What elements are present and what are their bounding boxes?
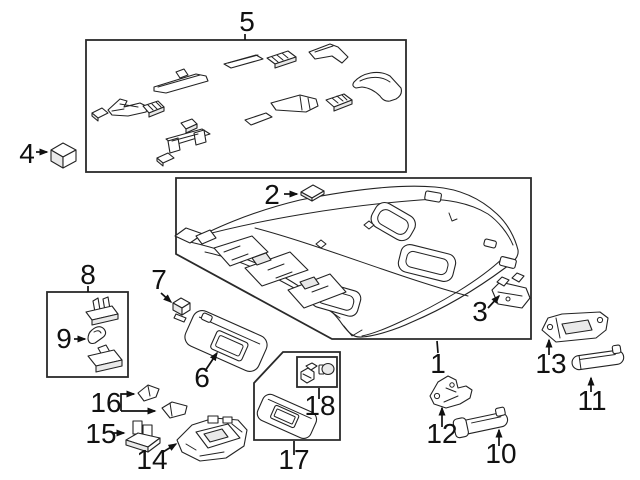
callout-15: 15 [85, 418, 116, 449]
callout-17: 17 [278, 444, 309, 475]
callout-10: 10 [485, 438, 516, 469]
callout-6: 6 [194, 362, 210, 393]
retainer-clips-icon [137, 384, 188, 419]
callout-2: 2 [264, 179, 280, 210]
hook-clip-icon [87, 326, 107, 345]
callout-11: 11 [577, 385, 606, 416]
callout-4: 4 [19, 138, 35, 169]
handle-bracket-rear-icon [541, 311, 609, 343]
bulb-and-socket-icon [300, 362, 335, 384]
overhead-console-icon [176, 415, 248, 462]
visor-kit-box [253, 351, 341, 441]
headliner-clip-icon [300, 184, 325, 202]
visor-clip-icon [172, 297, 191, 323]
callout-8: 8 [80, 259, 96, 290]
callout-5: 5 [239, 6, 255, 37]
callout-9: 9 [56, 323, 72, 354]
side-bracket-icon [491, 272, 531, 309]
clip-kit-parts-icon [85, 296, 123, 373]
callout-7: 7 [151, 264, 167, 295]
callout-12: 12 [426, 418, 457, 449]
sun-visor-icon [184, 310, 268, 372]
fastener-kit-parts-icon [91, 43, 402, 167]
callout-16: 16 [90, 387, 121, 418]
fastener-kit-box [85, 39, 407, 173]
grab-handle-front-icon [452, 406, 509, 439]
grab-handle-rear-icon [571, 344, 625, 371]
callout-1: 1 [430, 348, 446, 379]
bulb-kit-box [296, 356, 338, 388]
callout-14: 14 [136, 444, 167, 475]
headliner-box [175, 177, 532, 340]
callout-leaders [36, 34, 595, 455]
callout-13: 13 [535, 348, 566, 379]
sun-visor-kit-icon [256, 393, 318, 439]
headliner-panel-icon [174, 185, 519, 338]
retainer-block-icon [50, 142, 77, 169]
callout-18: 18 [304, 390, 335, 421]
console-bracket-icon [125, 420, 161, 453]
callout-3: 3 [472, 296, 488, 327]
